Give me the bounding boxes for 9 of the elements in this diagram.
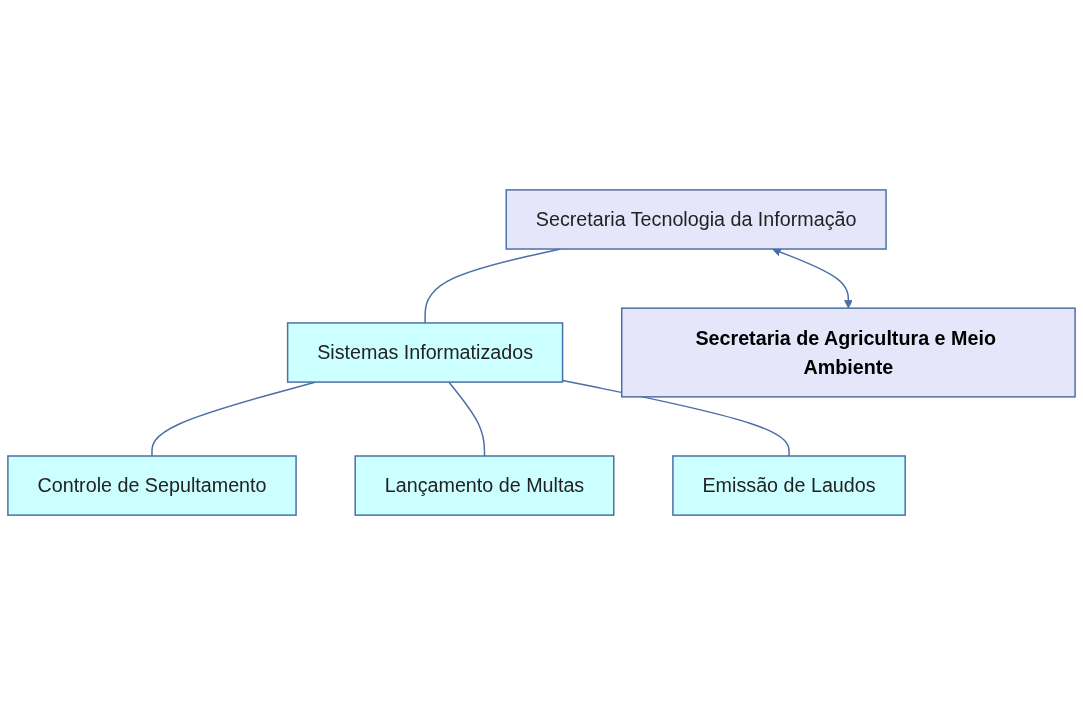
connector bbox=[561, 380, 790, 458]
node-box: Controle de Sepultamento bbox=[7, 455, 297, 517]
connector bbox=[448, 381, 486, 458]
node-box: Secretaria de Agricultura e Meio Ambiente bbox=[621, 307, 1076, 399]
node-box: Emissão de Laudos bbox=[672, 455, 906, 517]
node-box: Sistemas Informatizados bbox=[286, 322, 564, 384]
arrow bbox=[772, 248, 853, 310]
node-box: Lançamento de Multas bbox=[354, 455, 615, 517]
node-box: Secretaria Tecnologia da Informação bbox=[505, 189, 887, 251]
